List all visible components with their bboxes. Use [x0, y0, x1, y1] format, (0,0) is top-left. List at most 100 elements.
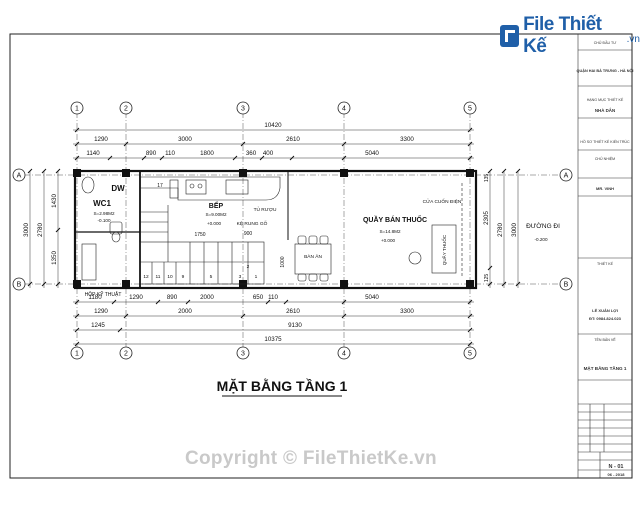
copyright-watermark: Copyright © FileThietKe.vn [185, 448, 437, 469]
axis-bubble [463, 101, 477, 115]
sheet-date: 06 - 2018 [608, 472, 626, 477]
dim-top-3000: 3000 [178, 136, 192, 143]
dim-bottom-1290: 1290 [129, 294, 143, 301]
project-label: HẠNG MỤC THIẾT KẾ [587, 97, 624, 102]
shop-level: +0.000 [381, 238, 396, 243]
dim-right-125: 125 [484, 274, 490, 283]
label-ke-rung-go: KỆ RUNG GỖ [237, 219, 268, 227]
dimension-ticks [27, 127, 521, 347]
stair-step-label: 1 [255, 274, 258, 280]
axis-label-4-bottom: 4 [342, 351, 346, 358]
stair-label-17: 17 [157, 183, 163, 189]
label-ban-an: BÀN ĂN [304, 253, 322, 260]
street-level: -0.200 [534, 237, 547, 242]
title-block [577, 34, 632, 478]
axis-bubble [70, 346, 84, 360]
axis-bubble [119, 101, 133, 115]
dim-top-3300: 3300 [400, 136, 414, 143]
label-tu-ruou: TỦ RƯỢU [254, 206, 277, 213]
axis-label-b-left: B [17, 282, 22, 289]
dim-bottom-110: 110 [268, 294, 278, 301]
logo-suffix: .vn [626, 34, 640, 45]
sheet-number: N - 01 [609, 464, 624, 470]
dim-bottom-1290b: 1290 [94, 308, 108, 315]
dim-right-2305: 2305 [483, 211, 490, 225]
dim-top-110: 110 [165, 150, 175, 157]
label-quay-thuoc: QUẦY THUỐC [441, 234, 447, 265]
logo-brand: File Thiết Kế [523, 14, 602, 57]
logo-icon [500, 25, 520, 47]
owner-label: CHỦ ĐẦU TƯ [594, 40, 617, 45]
dim-bottom-overall: 10375 [264, 336, 282, 343]
stair-step-label: 2 [247, 264, 250, 270]
kitchen-level: +0.000 [207, 221, 222, 226]
axis-label-a-right: A [564, 173, 569, 180]
designer-value: LÊ XUÂN LỢI [592, 308, 618, 313]
dim-bottom-9130: 9130 [288, 322, 302, 329]
dim-label-1750: 1750 [194, 232, 205, 238]
axis-label-4: 4 [342, 106, 346, 113]
dim-left-2780: 2780 [37, 223, 44, 237]
stair-step-label: 12 [143, 274, 149, 280]
dim-label-1000: 1000 [280, 256, 286, 267]
dim-label-900: 900 [244, 231, 253, 237]
grid-lines [24, 112, 560, 356]
axis-bubble [119, 346, 133, 360]
shop-name: QUẦY BÁN THUỐC [363, 214, 427, 224]
sheet-title-label: TÊN BẢN VẼ [594, 337, 616, 342]
dim-left-3000: 3000 [23, 223, 30, 237]
axis-bubble [337, 346, 351, 360]
dim-bottom-2610: 2610 [286, 308, 300, 315]
axis-label-2-bottom: 2 [124, 351, 128, 358]
axis-label-1: 1 [75, 106, 79, 113]
dim-bottom-5040: 5040 [365, 294, 379, 301]
dim-top-2610: 2610 [286, 136, 300, 143]
stage-value: MR. VINH [596, 186, 614, 191]
project-value: NHÀ DÂN [595, 108, 615, 113]
building-walls [73, 169, 478, 290]
dim-top-890: 890 [146, 150, 157, 157]
label-dw: DW [111, 184, 125, 193]
dim-right-2780: 2780 [497, 223, 504, 237]
stair-step-label: 3 [239, 274, 242, 280]
axis-label-a-left: A [17, 173, 22, 180]
shop-area: S=14.8M2 [379, 229, 401, 234]
designer-label: THIẾT KẾ [597, 261, 614, 266]
dim-bottom-1180: 1180 [88, 294, 102, 301]
designer-phone: ĐT: 0984.824.023 [589, 316, 622, 321]
design-label: HỒ SƠ THIẾT KẾ KIẾN TRÚC [580, 139, 630, 144]
dim-top-400: 400 [263, 150, 274, 157]
axis-label-b-right: B [564, 282, 569, 289]
dim-top-360: 360 [246, 150, 257, 157]
street-name: ĐƯỜNG ĐI [526, 221, 560, 230]
wc-name: WC1 [93, 199, 111, 208]
axis-bubbles [12, 101, 573, 360]
dim-left-1350: 1350 [51, 251, 58, 265]
stair-step-label: 10 [167, 274, 173, 280]
label-hop-ky-thuat: HỘP KỸ THUẬT [85, 291, 122, 298]
dim-left-1430: 1430 [51, 194, 58, 208]
dim-top-1800: 1800 [200, 150, 214, 157]
axis-label-5: 5 [468, 106, 472, 113]
staircase [139, 205, 265, 285]
columns [73, 169, 474, 288]
axis-label-3-bottom: 3 [241, 351, 245, 358]
brand-logo: File Thiết Kế .vn [500, 14, 640, 58]
axis-label-1-bottom: 1 [75, 351, 79, 358]
axis-bubble [70, 101, 84, 115]
dim-top-1290: 1290 [94, 136, 108, 143]
dim-bottom-890: 890 [167, 294, 178, 301]
axis-bubble [236, 346, 250, 360]
stair-step-label: 5 [210, 274, 213, 280]
dim-bottom-2000: 2000 [200, 294, 214, 301]
kitchen-name: BẾP [209, 200, 224, 210]
axis-bubble [559, 277, 573, 291]
wc-level: -0.100 [97, 218, 110, 223]
sheet-title-value: MẶT BẰNG TẦNG 1 [584, 364, 627, 371]
dining-table [294, 235, 332, 282]
wc-area: S=2.98M2 [93, 211, 115, 216]
dim-right-135: 135 [484, 174, 490, 183]
drawing-title: MẶT BẰNG TẦNG 1 [217, 377, 348, 394]
axis-bubble [337, 101, 351, 115]
